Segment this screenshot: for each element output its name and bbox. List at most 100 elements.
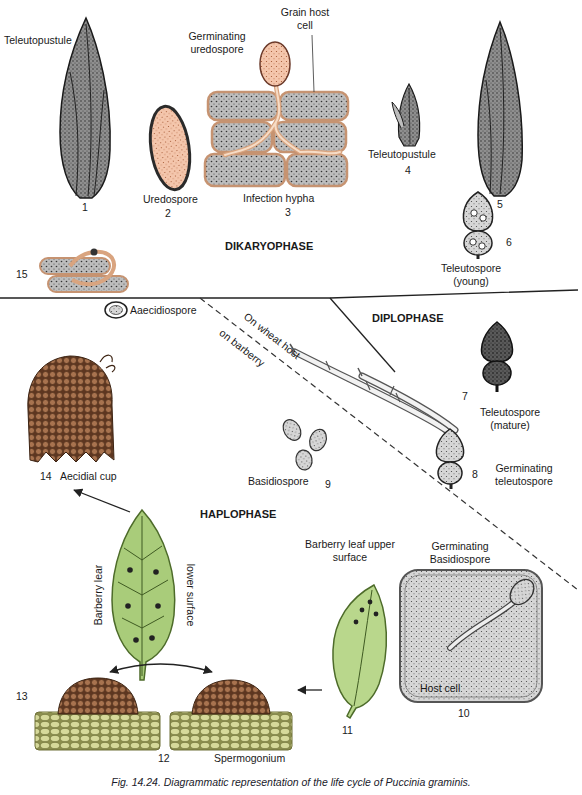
spermogonium-figure: [298, 689, 322, 690]
teleutospore-figure: [479, 243, 485, 249]
part-label: Barberry leaf upper surface: [300, 538, 400, 564]
part-label: Teleutopustule: [368, 148, 436, 161]
phase-boundary: [0, 290, 578, 590]
aecidiospore-infection-figure: [40, 249, 128, 319]
germinating-teleutospore-figure: [295, 352, 446, 430]
barberry-leaf-figure: [374, 612, 379, 617]
part-label: Aecidial cup: [60, 470, 117, 483]
part-label: Germinating teleutospore: [485, 462, 563, 488]
germinating-teleutospore-figure: [290, 344, 362, 376]
callout-number: 11: [342, 724, 353, 737]
uredospore-figure: [145, 104, 194, 192]
basidiospore-figure: [307, 427, 330, 453]
barberry-leaf-figure: [149, 635, 155, 641]
phase-boundary: [200, 298, 578, 590]
barberry-leaf-figure: [127, 567, 133, 573]
teleutopustule-figure: [398, 84, 419, 146]
callout-number: 6: [506, 236, 512, 249]
barberry-leaf-figure: [74, 490, 130, 512]
part-label: Uredospore: [143, 193, 198, 206]
barberry-leaf-figure: [118, 516, 168, 676]
spermogonium-figure: [35, 712, 160, 750]
callout-number: 2: [165, 207, 171, 220]
barberry-leaf-figure: [74, 490, 175, 680]
barberry-leaf-figure: [354, 620, 359, 625]
host-cell-figure: [400, 570, 542, 702]
host-cells-figure: [208, 92, 278, 120]
barberry-leaf-figure: [368, 600, 373, 605]
host-cells-figure: [205, 154, 285, 186]
host-cells-figure: [274, 122, 346, 152]
aecidial-cup-figure: [28, 356, 114, 462]
host-cell-figure: [400, 570, 542, 702]
aecidiospore-infection-figure: [91, 249, 98, 256]
part-label: lower surface: [184, 564, 197, 626]
figure-caption: Fig. 14.24. Diagrammatic representation …: [0, 776, 582, 789]
germinating-teleutospore-figure: [362, 376, 455, 430]
aecidiospore-infection-figure: [110, 306, 123, 315]
part-label: Host cell: [420, 682, 460, 695]
callout-number: 12: [158, 752, 170, 765]
teleutopustule-figure: [478, 22, 522, 196]
germinating-teleutospore-figure: [438, 462, 462, 484]
teleutospore-figure: [464, 231, 492, 255]
part-label: Infection hypha: [243, 192, 314, 205]
callout-number: 10: [458, 707, 470, 720]
callout-number: 15: [16, 268, 28, 281]
barberry-leaf-figure: [155, 603, 161, 609]
germinating-teleutospore-figure: [295, 352, 446, 430]
teleutospore-figure: [483, 361, 511, 385]
host-cells-figure: [225, 86, 340, 155]
part-label: Aaecidiospore: [130, 304, 197, 317]
teleutopustule-figure: [500, 28, 504, 194]
teleutopustule-figure: [94, 90, 104, 196]
teleutospore-figure: [480, 215, 486, 221]
teleutospore-figure: [496, 385, 499, 392]
part-label: Spermogonium: [214, 752, 285, 765]
phase-label: HAPLOPHASE: [200, 508, 276, 521]
host-cell-figure: [505, 575, 538, 609]
aecidiospore-infection-figure: [105, 302, 127, 318]
callout-number: 8: [472, 468, 478, 481]
barberry-leaf-figure: [360, 608, 365, 613]
host-cell-figure: [450, 602, 514, 648]
part-label: Grain host cell: [274, 6, 336, 32]
part-label: Germinating Basidiospore: [420, 540, 500, 566]
callout-number: 13: [16, 690, 28, 703]
host-cells-figure: [287, 154, 347, 186]
teleutopustule-figure: [392, 84, 420, 146]
germinating-teleutospore-figure: [290, 344, 464, 489]
part-label: Germinating uredospore: [178, 30, 256, 56]
part-label: Teleutopustule: [4, 34, 72, 47]
host-cells-figure: [280, 92, 348, 120]
teleutopustule-figure: [486, 80, 491, 194]
germinating-teleutospore-figure: [362, 376, 455, 430]
teleutospore-figure: [477, 255, 480, 259]
host-cells-figure: [312, 35, 314, 92]
germinating-teleutospore-figure: [326, 361, 400, 402]
germinating-teleutospore-figure: [436, 429, 463, 462]
aecidiospore-infection-figure: [70, 252, 114, 284]
teleutospore-figure: [470, 239, 476, 245]
teleutospore-figure: [471, 210, 477, 216]
phase-boundary: [0, 290, 578, 298]
callout-number: 7: [462, 390, 468, 403]
callout-number: 3: [285, 206, 291, 219]
barberry-leaf-figure: [354, 590, 372, 706]
callout-number: 1: [82, 201, 88, 214]
barberry-leaf-figure: [133, 637, 139, 643]
germinating-teleutospore-figure: [450, 484, 453, 489]
host-cells-figure: [260, 42, 290, 86]
phase-label: DIKARYOPHASE: [225, 240, 313, 253]
barberry-leaf-figure: [333, 585, 386, 718]
barberry-leaf-figure: [153, 569, 159, 575]
host-cell-figure: [450, 602, 514, 648]
barberry-leaf-figure: [112, 510, 175, 680]
phase-boundary: [330, 298, 395, 372]
basidiospore-figure: [280, 416, 305, 443]
part-label: Basidiospore: [248, 475, 309, 488]
barberry-leaf-figure: [333, 585, 386, 718]
callout-number: 14: [40, 470, 52, 483]
uredospore-figure: [145, 104, 194, 192]
